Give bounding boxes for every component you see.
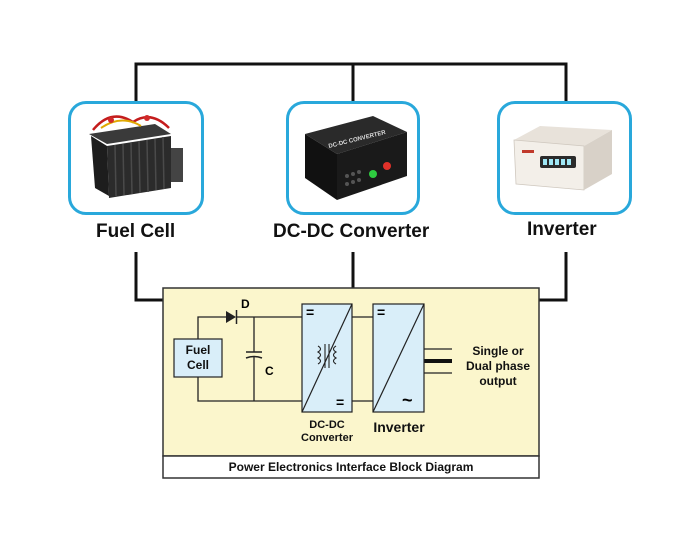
bottom-bus-wire bbox=[134, 252, 568, 302]
inverter-bottom-symbol: ~ bbox=[402, 390, 413, 410]
fuel-cell-image bbox=[89, 115, 183, 198]
dcdc-converter-label: DC-DC Converter bbox=[273, 221, 430, 242]
converter-bottom-symbol: = bbox=[336, 394, 345, 410]
fuel-cell-card bbox=[68, 101, 204, 215]
top-bus-wire bbox=[134, 62, 568, 101]
block-diagram-caption: Power Electronics Interface Block Diagra… bbox=[228, 460, 474, 474]
inverter-label: Inverter bbox=[527, 219, 597, 240]
inverter-image bbox=[513, 126, 612, 191]
fuel-cell-block bbox=[173, 338, 223, 378]
diode-symbol bbox=[226, 310, 238, 324]
inverter-diagonal bbox=[372, 303, 425, 413]
inverter-block-label: Inverter bbox=[373, 419, 425, 435]
dcdc-converter-card: DC-DC CONVERTER bbox=[286, 101, 420, 215]
converter-top-symbol: = bbox=[306, 304, 315, 320]
block-diagram-caption-box bbox=[162, 455, 540, 479]
circuit-wires bbox=[197, 316, 452, 402]
converter-diagonal bbox=[301, 303, 353, 413]
capacitor-symbol bbox=[245, 351, 263, 359]
transformer-icon bbox=[316, 344, 338, 368]
diode-label: D bbox=[241, 297, 250, 311]
fuel-cell-label: Fuel Cell bbox=[96, 221, 176, 242]
inverter-card bbox=[497, 101, 632, 215]
dcdc-converter-image: DC-DC CONVERTER bbox=[305, 116, 407, 200]
inverter-top-symbol: = bbox=[377, 304, 386, 320]
capacitor-label: C bbox=[265, 364, 274, 378]
